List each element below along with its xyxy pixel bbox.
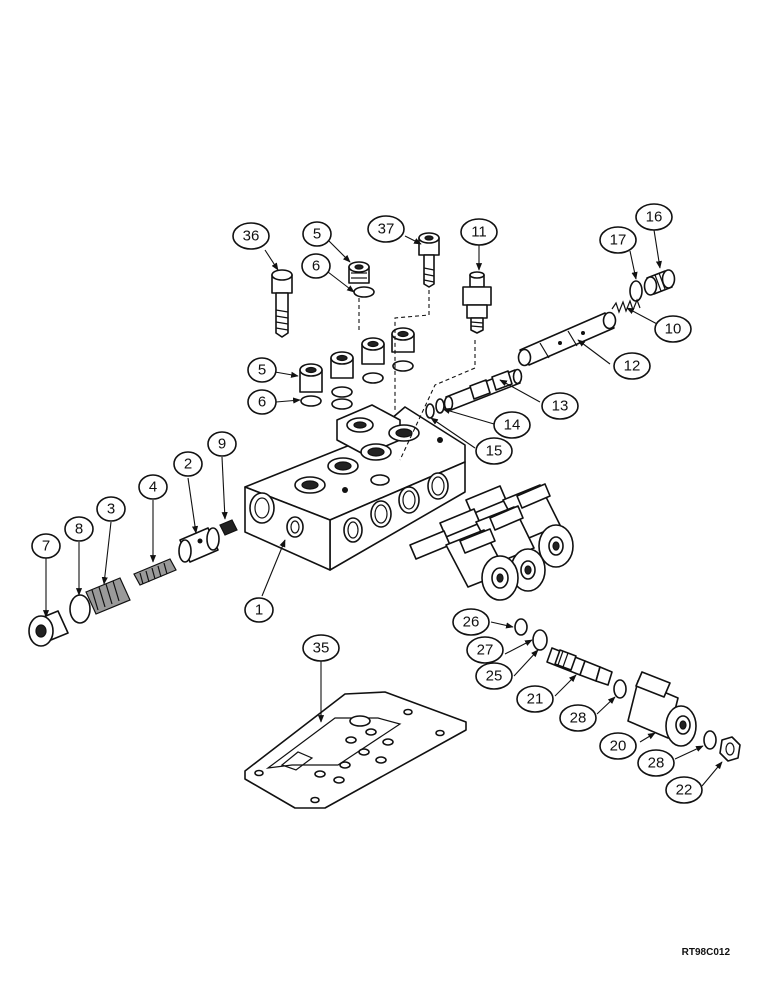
callout-36: 36 [232,222,270,250]
callout-label: 7 [42,538,50,555]
cartridge-21 [546,647,613,686]
callout-label: 37 [378,221,395,238]
callout-2: 2 [173,451,203,477]
callout-label: 13 [552,398,569,415]
spool-2 [178,527,220,563]
callout-1: 1 [244,597,274,623]
ring-28-inner [613,679,627,699]
ring-28-outer [703,730,717,750]
callout-21: 21 [516,685,554,713]
callout-17: 17 [599,226,637,254]
plug-row-on-body [299,327,415,410]
drawing-code: RT98C012 [682,947,731,958]
nut-22 [719,736,741,762]
callout-label: 36 [243,228,260,245]
callout-label: 28 [570,710,587,727]
coil-20 [627,671,697,747]
spool-12 [517,311,617,367]
ring-8 [69,594,91,624]
rings-14-15 [425,398,445,419]
gasket-35 [244,691,467,809]
callout-label: 20 [610,738,627,755]
callout-8: 8 [64,516,94,542]
cap-screw-37 [418,232,440,288]
callout-11: 11 [460,218,498,246]
callout-37: 37 [367,215,405,243]
callout-label: 9 [218,436,226,453]
callout-label: 17 [610,232,627,249]
callout-12: 12 [613,352,651,380]
plug-16 [643,269,676,296]
ring-26 [514,618,528,636]
callout-label: 35 [313,640,330,657]
callout-label: 2 [184,456,192,473]
callout-label: 15 [486,443,503,460]
callout-28-inner: 28 [559,704,597,732]
callout-label: 16 [646,209,663,226]
callout-9: 9 [207,431,237,457]
ring-17 [629,280,643,302]
callout-label: 12 [624,358,641,375]
callout-label: 14 [504,417,521,434]
callout-label: 22 [676,782,693,799]
callout-5-mid: 5 [247,357,277,383]
callout-label: 5 [313,226,321,243]
callout-13: 13 [541,392,579,420]
callout-10: 10 [654,315,692,343]
callout-label: 10 [665,321,682,338]
ring-25 [532,629,548,651]
callout-5-top: 5 [302,221,332,247]
callout-label: 4 [149,479,157,496]
callout-27: 27 [466,636,504,664]
callout-20: 20 [599,732,637,760]
callout-label: 27 [477,642,494,659]
callout-28-outer: 28 [637,749,675,777]
leader-lines [42,229,723,787]
callout-label: 8 [75,521,83,538]
pressure-switch-11 [462,271,492,334]
spring-9 [219,519,238,536]
plug-upper [348,261,375,298]
callout-35: 35 [302,634,340,662]
bolt-36 [271,269,293,338]
spring-4 [133,558,177,586]
solenoid-cartridges-installed [409,483,574,601]
callout-14: 14 [493,411,531,439]
callout-label: 6 [312,258,320,275]
callout-6-mid: 6 [247,389,277,415]
callout-16: 16 [635,203,673,231]
callout-label: 26 [463,614,480,631]
callout-label: 25 [486,668,503,685]
valve-body [244,404,466,571]
spool-13 [443,368,523,412]
callout-label: 11 [471,224,487,241]
spring-10 [611,298,641,314]
plug-7 [28,610,69,647]
callout-label: 28 [648,755,665,772]
spring-3 [85,577,131,615]
callout-3: 3 [96,496,126,522]
callout-26: 26 [452,608,490,636]
callout-25: 25 [475,662,513,690]
callout-label: 5 [258,362,266,379]
callout-6-top: 6 [301,253,331,279]
callout-label: 1 [255,602,263,619]
callout-label: 3 [107,501,115,518]
callout-22: 22 [665,776,703,804]
callout-4: 4 [138,474,168,500]
callout-label: 6 [258,394,266,411]
callout-7: 7 [31,533,61,559]
callout-15: 15 [475,437,513,465]
callout-label: 21 [527,691,544,708]
